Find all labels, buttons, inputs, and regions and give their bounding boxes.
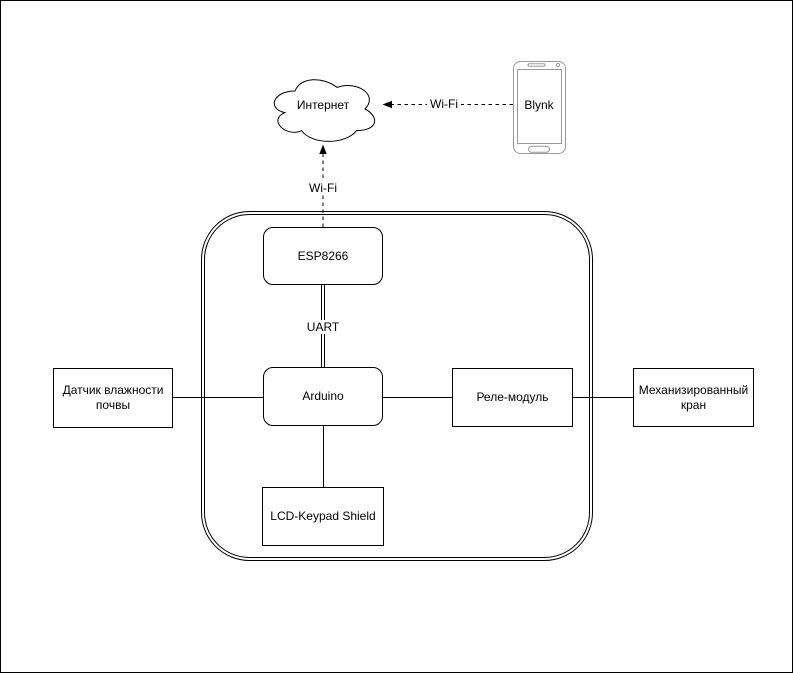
controller-enclosure-outer-border [201, 211, 593, 561]
node-arduino: Arduino [263, 367, 383, 426]
node-soil-sensor: Датчик влажности почвы [53, 368, 173, 428]
wifi-arrow-phone-to-cloud [382, 100, 513, 109]
wifi-label-esp-link: Wi-Fi [306, 181, 340, 195]
node-esp8266: ESP8266 [263, 227, 383, 285]
smartphone-home-button-icon [528, 145, 550, 153]
internet-cloud-label: Интернет [296, 98, 350, 112]
node-esp8266-label: ESP8266 [297, 248, 349, 263]
node-lcd-keypad-shield: LCD-Keypad Shield [262, 487, 384, 546]
node-relay-module: Реле-модуль [452, 368, 573, 427]
node-arduino-label: Arduino [302, 389, 344, 403]
node-relay-module-label: Реле-модуль [476, 390, 549, 404]
smartphone-camera-icon [555, 62, 561, 68]
arrowhead-up [319, 144, 327, 154]
controller-enclosure-inner-border [204, 214, 590, 558]
node-mechanized-valve: Механизированный кран [633, 368, 754, 427]
arrowhead-left [382, 100, 392, 109]
node-lcd-keypad-shield-label: LCD-Keypad Shield [270, 509, 376, 523]
phone-blynk-label: Blynk [524, 98, 554, 112]
wifi-label-phone-link: Wi-Fi [427, 97, 461, 111]
node-soil-sensor-label: Датчик влажности почвы [62, 383, 164, 412]
uart-label: UART [303, 320, 343, 334]
smartphone-shape [513, 61, 566, 154]
smartphone-screen [517, 69, 562, 144]
node-mechanized-valve-label: Механизированный кран [638, 382, 749, 412]
smartphone-speaker-icon [527, 63, 546, 67]
internet-cloud-shape [273, 79, 375, 142]
